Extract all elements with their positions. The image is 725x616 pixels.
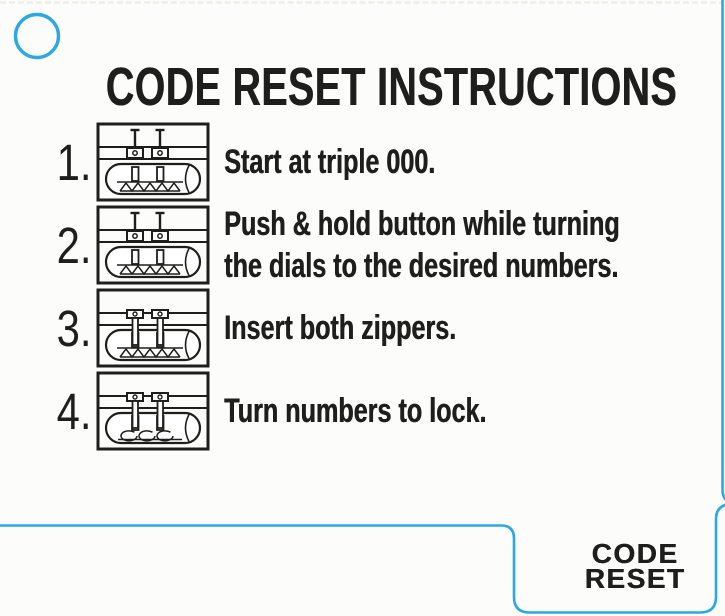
step-text: Insert both zippers.: [224, 309, 457, 347]
code-reset-tab-line2: RESET: [584, 563, 686, 594]
punch-hole-circle: [13, 12, 61, 60]
step-text: Turn numbers to lock.: [224, 392, 487, 430]
step-number: 1.: [57, 133, 92, 191]
code-reset-tab: CODE RESET: [551, 538, 719, 594]
step-number: 3.: [57, 299, 92, 357]
page-title: CODE RESET INSTRUCTIONS: [0, 56, 725, 118]
lock-diagram-zippers-out-icon: [96, 121, 210, 203]
step-row-1: 1.: [0, 121, 509, 203]
lock-diagram-turn-dials-icon: [96, 370, 210, 452]
lock-diagram-zippers-inserted-icon: [96, 287, 210, 369]
perforation-line: [0, 1, 725, 4]
step-number: 4.: [57, 382, 92, 440]
step-text: Start at triple 000.: [224, 143, 436, 181]
code-reset-tab-line1: CODE: [591, 538, 679, 569]
lock-diagram-zippers-out-icon: [96, 204, 210, 286]
page-title-text: CODE RESET INSTRUCTIONS: [105, 57, 677, 117]
step-row-3: 3. Insert both z: [0, 287, 538, 369]
step-number: 2.: [57, 216, 92, 274]
step-row-4: 4. Turn: [0, 370, 579, 452]
step-text: Push & hold button while turning the dia…: [224, 205, 620, 285]
step-row-2: 2.: [0, 204, 725, 286]
